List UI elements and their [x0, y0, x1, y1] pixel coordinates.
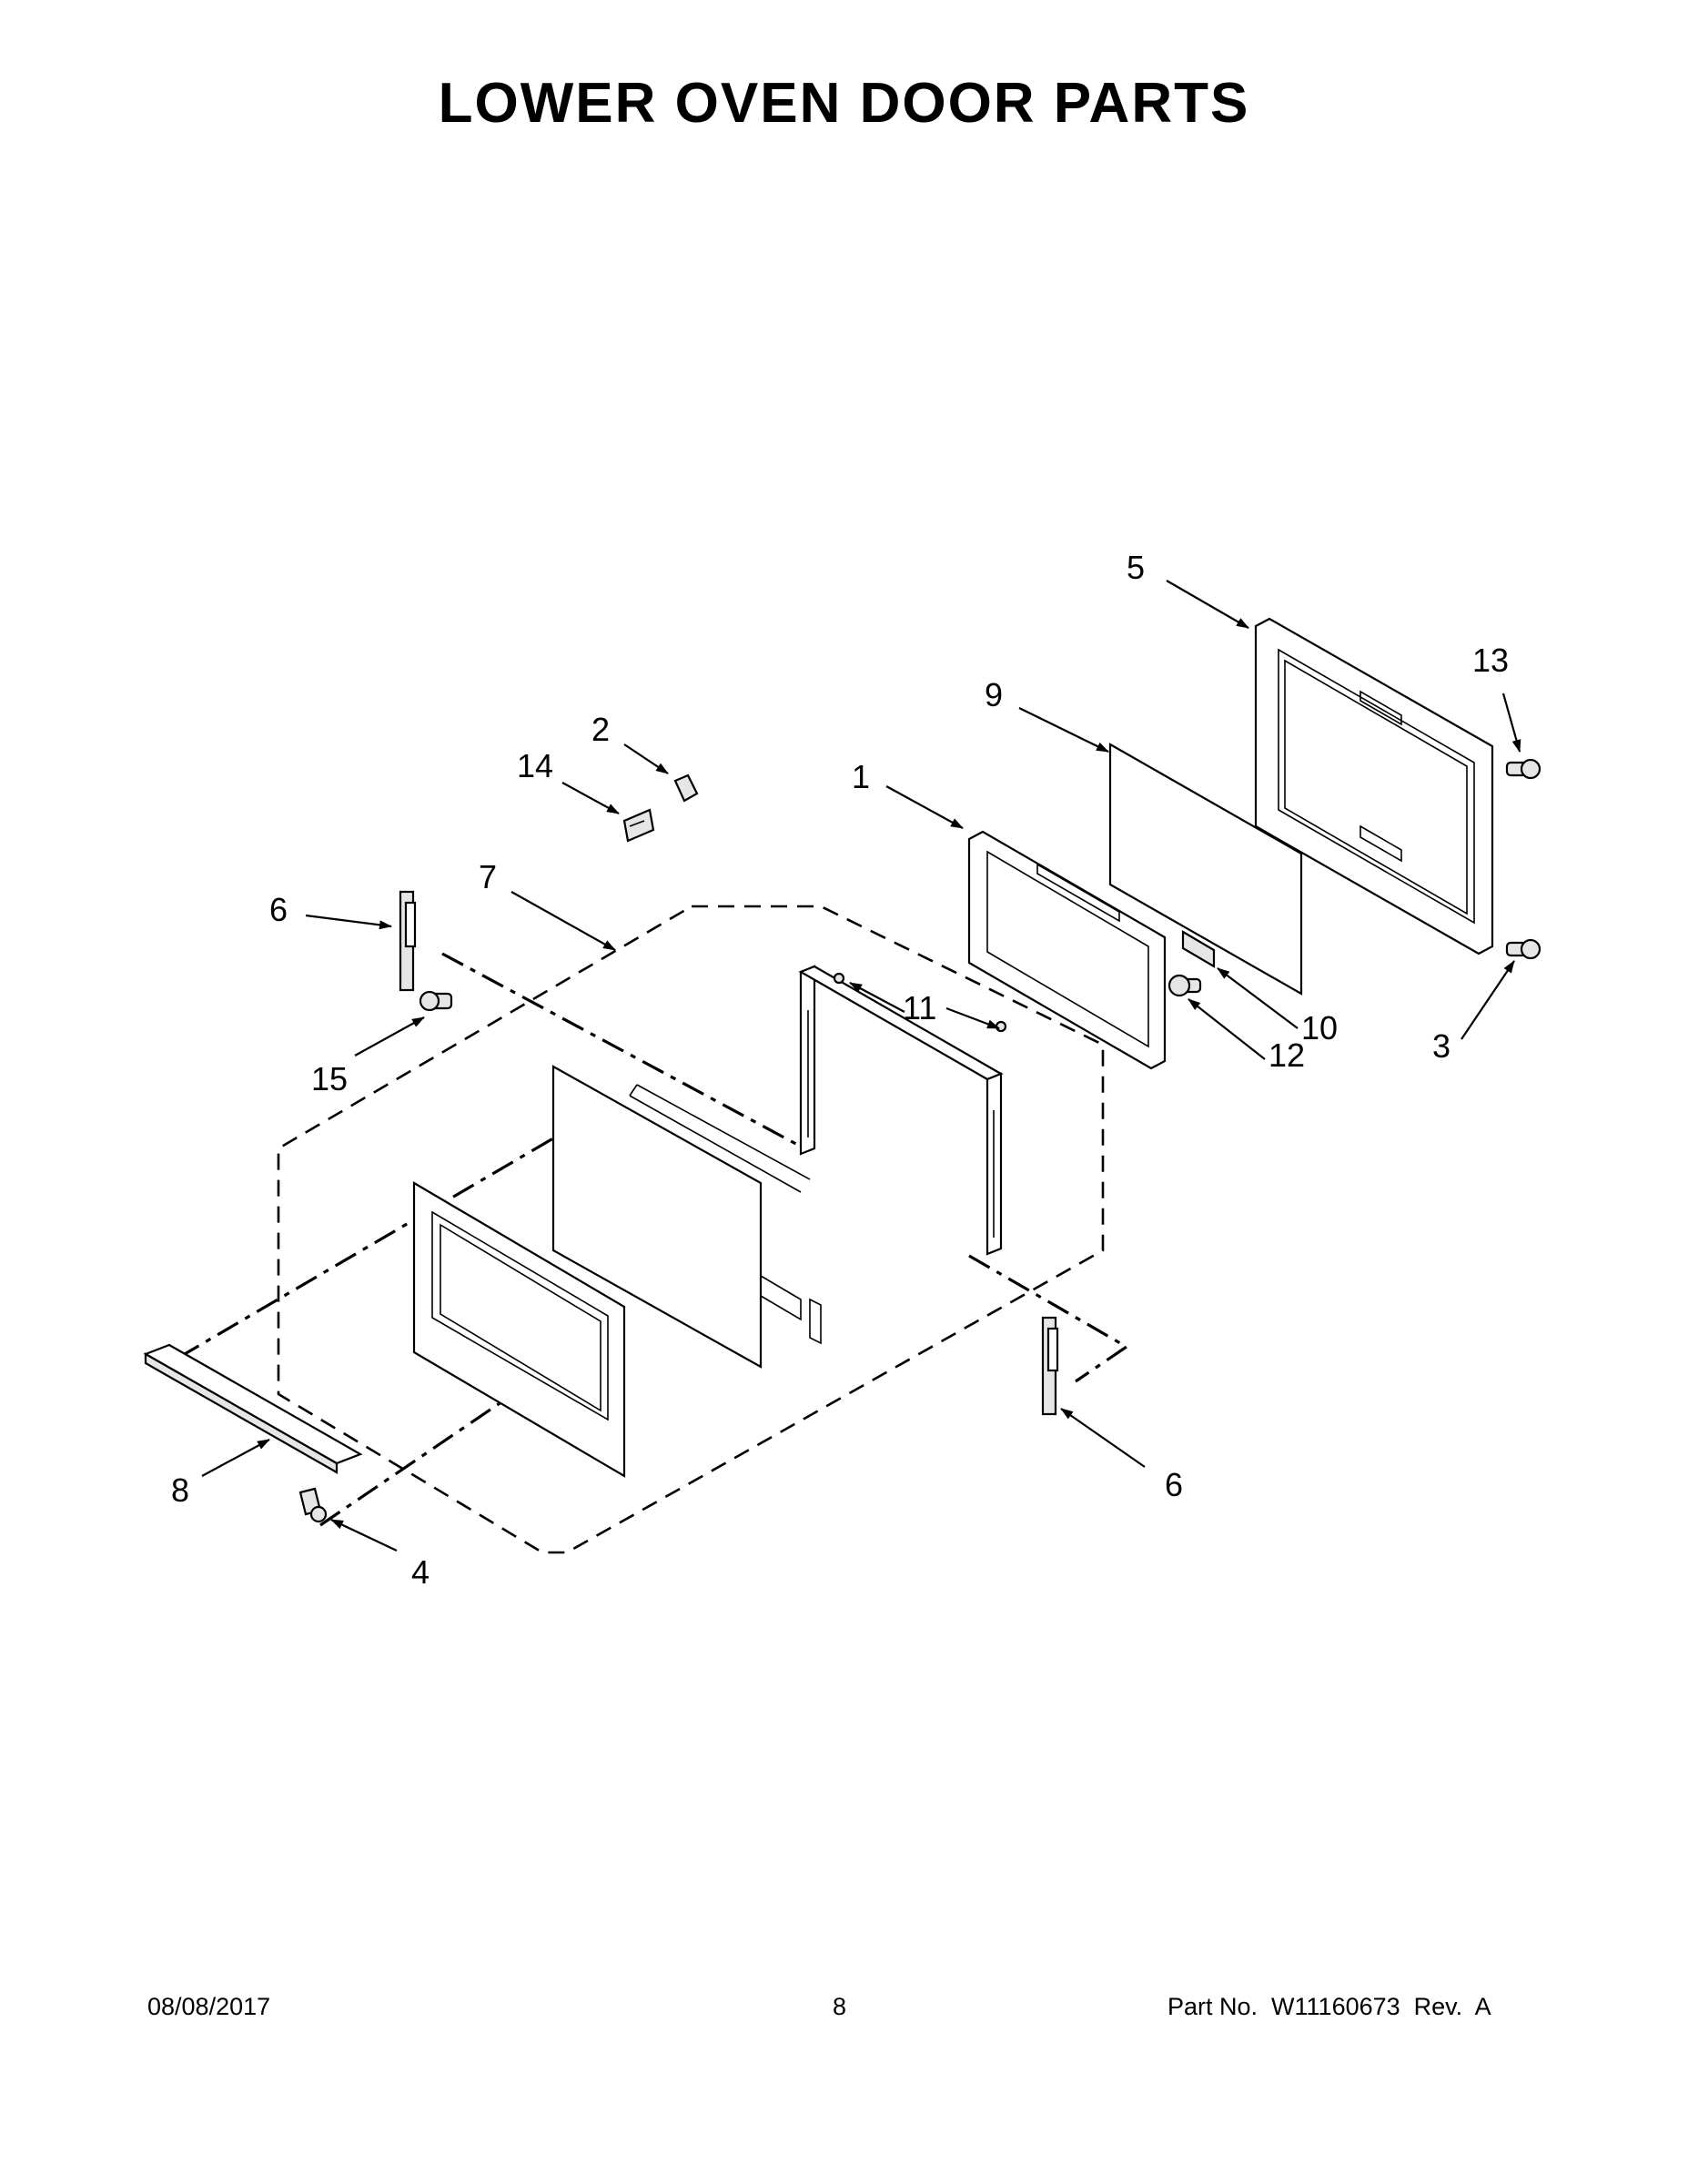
callout-9: 9 [985, 676, 1003, 713]
part-1-door-liner [967, 830, 1167, 1070]
callout-3: 3 [1432, 1027, 1450, 1065]
part-15-screw [419, 990, 453, 1012]
part-13-screw [1505, 758, 1541, 780]
part-4-screw [298, 1487, 328, 1523]
part-2-clip [673, 774, 699, 803]
part-11-door-frame-channels [798, 965, 1007, 1256]
page-title: LOWER OVEN DOOR PARTS [438, 72, 1250, 135]
part-12-screw [1167, 974, 1202, 997]
footer-page-number: 8 [833, 1993, 847, 2020]
part-6-hinge-lower [1041, 1316, 1059, 1416]
callout-13: 13 [1472, 642, 1509, 679]
callout-12: 12 [1269, 1036, 1305, 1074]
part-9-glass-panel [1108, 743, 1303, 996]
callout-5: 5 [1127, 549, 1145, 586]
part-8-door-handle [143, 1343, 363, 1474]
assembly-lines [177, 952, 1130, 1527]
outer-door-panel [412, 1181, 626, 1478]
callout-1: 1 [852, 758, 870, 795]
part-3-screw [1505, 938, 1541, 960]
leader-arrows [201, 580, 1521, 1552]
callout-2: 2 [591, 711, 610, 748]
part-5-inner-door-frame [1254, 617, 1494, 956]
callout-6-upper: 6 [269, 891, 288, 928]
callout-labels: 5 13 9 2 14 1 7 6 11 10 12 3 15 6 8 4 [171, 549, 1509, 1591]
callout-14: 14 [517, 747, 553, 784]
part-6-hinge-upper [399, 890, 417, 992]
callout-15: 15 [311, 1060, 348, 1097]
callout-11: 11 [903, 989, 936, 1026]
callout-6-lower: 6 [1165, 1466, 1183, 1503]
callout-8: 8 [171, 1471, 189, 1509]
part-14-clip [622, 808, 655, 843]
callout-10: 10 [1301, 1009, 1338, 1046]
outer-glass-panel [551, 1065, 822, 1369]
callout-4: 4 [411, 1553, 430, 1591]
footer-date: 08/08/2017 [147, 1993, 271, 2020]
footer-part-number: Part No. W11160673 Rev. A [1167, 1993, 1491, 2020]
part-10-glass-bracket [1181, 930, 1216, 968]
callout-7: 7 [479, 858, 497, 895]
